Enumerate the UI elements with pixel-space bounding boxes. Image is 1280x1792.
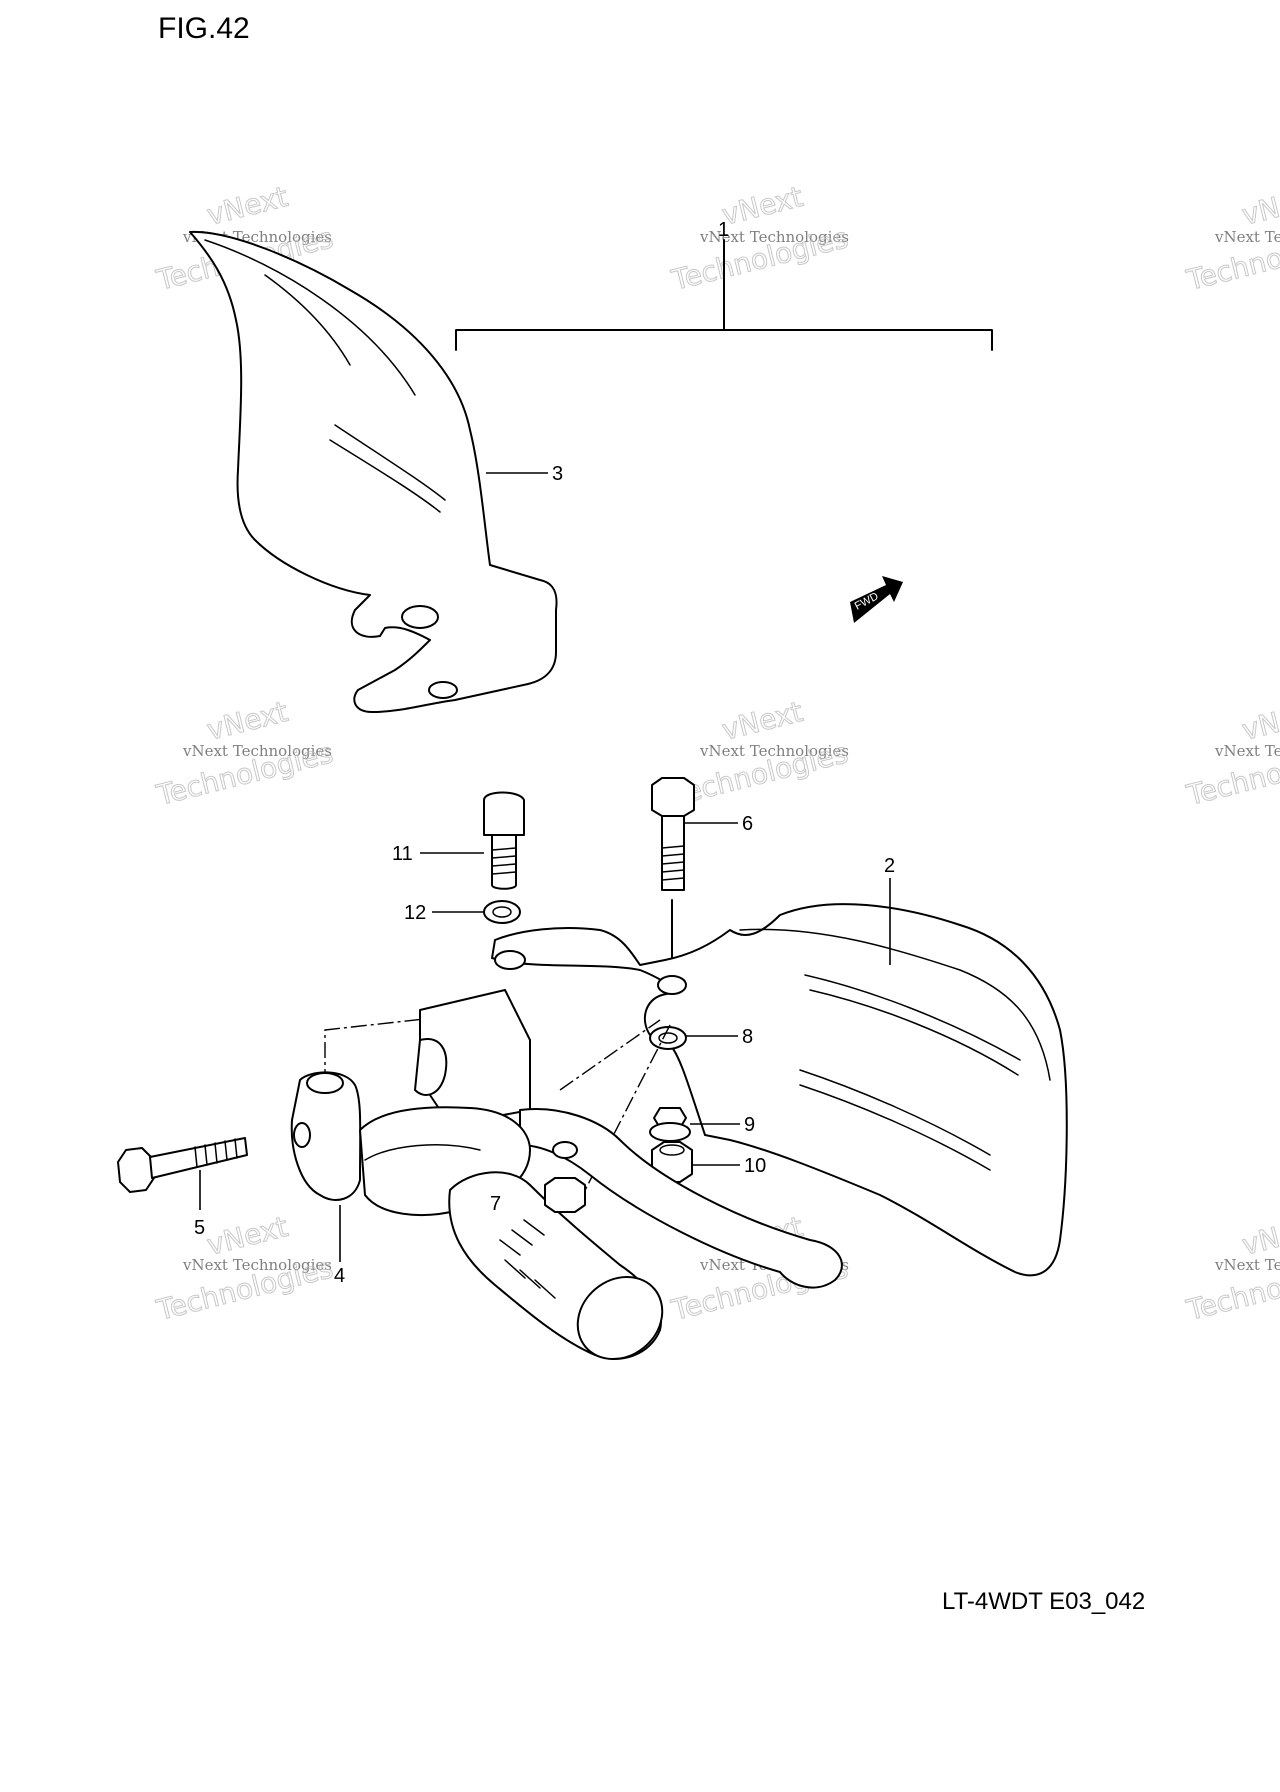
washer-outer xyxy=(483,900,521,924)
nut-top xyxy=(659,1144,685,1156)
watermark-mid-center: vNext Technologies vNext Technologies xyxy=(667,694,851,812)
callout-12: 12 xyxy=(404,902,426,924)
mount-hole xyxy=(657,975,687,995)
watermark-top-center: vNext Technologies vNext Technologies xyxy=(667,179,851,297)
fwd-arrow-shape xyxy=(850,576,903,623)
callout-10: 10 xyxy=(744,1155,766,1177)
watermark-mid-left: vNext Technologies vNext Technologies xyxy=(152,694,336,812)
callout-5: 5 xyxy=(194,1217,205,1239)
watermark-text: vNext xyxy=(204,180,291,232)
callout-9: 9 xyxy=(744,1114,755,1136)
clamp-ear xyxy=(414,1038,448,1096)
bolt-shank xyxy=(491,834,517,890)
washer-hole xyxy=(658,1032,678,1044)
watermark-text: vNext xyxy=(204,1210,291,1262)
right-hand-guard-part-2: 2 xyxy=(491,855,1068,1277)
figure-title: FIG.42 xyxy=(158,12,250,45)
bolt-thread xyxy=(491,847,517,875)
washer-part-12: 12 xyxy=(404,900,521,924)
nut-part-10: 10 xyxy=(651,1141,766,1183)
callout-1: 1 xyxy=(718,219,729,241)
callout-8: 8 xyxy=(742,1026,753,1048)
watermark-text: vNext Technologies xyxy=(1214,742,1280,760)
left-hand-guard-part-3: 3 xyxy=(189,230,563,713)
hand-guard-rib xyxy=(264,274,351,366)
callout-4: 4 xyxy=(334,1265,345,1287)
watermark-low-left: vNext Technologies vNext Technologies xyxy=(152,1209,336,1327)
callout-7: 7 xyxy=(490,1193,501,1215)
nut-flange xyxy=(649,1122,691,1142)
hand-guard-rib xyxy=(739,928,1051,1081)
watermark-mid-right: vNext Technologies vNext Technologies xyxy=(1182,694,1280,812)
lever-perch xyxy=(290,1071,362,1201)
lever-blade xyxy=(519,1108,843,1289)
watermark-text: vNext Technologies xyxy=(1214,228,1280,246)
bolt-part-5: 5 xyxy=(117,1137,248,1239)
watermark-text: vNext Technologies xyxy=(699,228,849,246)
bolt-thread xyxy=(661,845,685,881)
hand-guard-rib xyxy=(799,1069,991,1156)
fwd-arrow-icon: FWD xyxy=(850,576,903,623)
hand-guard-rib xyxy=(329,439,441,513)
watermark-text: vNext xyxy=(204,695,291,747)
assembly-bracket: 1 xyxy=(455,219,993,351)
washer-hole xyxy=(492,906,512,918)
lever-assembly-part-4: 4 7 xyxy=(290,989,843,1361)
callout-2: 2 xyxy=(884,855,895,877)
lever-pivot-hole xyxy=(552,1141,578,1159)
bracket-line xyxy=(455,329,993,351)
hand-guard-edge xyxy=(204,239,416,396)
hand-guard-rib xyxy=(809,989,1019,1076)
assembly-line xyxy=(559,1019,661,1091)
washer-outer xyxy=(649,1026,687,1050)
bolt-shank xyxy=(149,1137,248,1179)
nut-part-9: 9 xyxy=(649,1107,755,1142)
mount-hole xyxy=(401,605,439,629)
bolt-part-6: 6 xyxy=(651,777,753,961)
mount-hole xyxy=(428,681,458,699)
bolt-hex-head xyxy=(117,1147,155,1193)
callout-11: 11 xyxy=(392,843,413,865)
watermark-text: vNext Technologies xyxy=(699,742,849,760)
mount-hole xyxy=(494,950,526,970)
hand-guard-body xyxy=(491,903,1068,1277)
hand-guard-rib xyxy=(334,424,446,501)
watermark-text: vNext xyxy=(719,180,806,232)
hand-guard-rib xyxy=(804,974,1021,1061)
watermark-text: vNext Technologies xyxy=(182,742,332,760)
collar-edge xyxy=(364,1144,481,1161)
callout-3: 3 xyxy=(552,463,563,485)
watermark-text: vNext xyxy=(1239,1210,1280,1262)
washer-part-8: 8 xyxy=(649,1026,753,1050)
perch-pivot xyxy=(293,1122,311,1148)
bolt-hex-head xyxy=(651,777,695,817)
perch-hole xyxy=(306,1072,344,1094)
grip-texture xyxy=(499,1219,556,1299)
bolt-head xyxy=(483,791,525,836)
watermark-text: vNext xyxy=(719,695,806,747)
figure-code: LT-4WDT E03_042 xyxy=(942,1588,1145,1615)
bolt-part-11: 11 xyxy=(392,791,525,890)
hand-guard-rib xyxy=(799,1084,991,1171)
grip-end xyxy=(576,1275,664,1361)
callout-6: 6 xyxy=(742,813,753,835)
watermark-low-right: vNext Technologies vNext Technologies xyxy=(1182,1209,1280,1327)
lever-pivot-nut xyxy=(544,1177,586,1213)
hand-guard-body xyxy=(189,230,558,713)
watermark-text: vNext xyxy=(1239,695,1280,747)
watermark-top-right: vNext Technologies vNext Technologies xyxy=(1182,179,1280,297)
watermark-text: vNext Technologies xyxy=(1214,1256,1280,1274)
bolt-thread xyxy=(194,1138,238,1168)
watermark-text: vNext Technologies xyxy=(182,1256,332,1274)
watermark-text: vNext xyxy=(1239,180,1280,232)
